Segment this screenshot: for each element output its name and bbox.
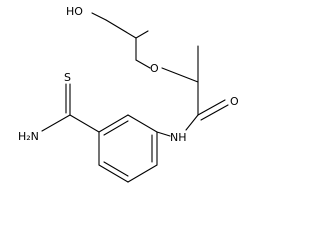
bond-o-ch <box>161 67 199 83</box>
bond-c1-c2 <box>105 19 137 39</box>
bond-ring-thiocarbon <box>69 114 100 133</box>
label-thioamide-sulfur: S <box>64 71 71 84</box>
bond-thiocarbon-nh2 <box>41 114 71 132</box>
bond-c3-o-ether <box>135 59 151 69</box>
structure-canvas: HO O O NH S H₂N <box>18 5 239 183</box>
bond-ho-c1 <box>91 12 107 21</box>
ring-inner-double-2 <box>103 161 129 177</box>
bond-carbonyl-n <box>185 114 199 131</box>
molecule-diagram: HO O O NH S H₂N <box>18 5 239 183</box>
bond-n-ring <box>156 131 171 137</box>
label-hydroxyl: HO <box>66 5 83 18</box>
ring-bond-2 <box>98 114 129 133</box>
bond-carbonyl-double-b <box>200 104 229 121</box>
label-amide-nh: NH <box>170 131 187 144</box>
ring-bond-1 <box>127 114 158 133</box>
label-amine-nh2: H₂N <box>18 130 39 143</box>
bond-carbonyl-double-a <box>197 99 226 116</box>
ring-inner-double-1 <box>103 120 129 136</box>
ring-bond-5 <box>127 164 158 183</box>
ring-bond-4 <box>98 164 129 183</box>
bond-c2-o <box>135 30 149 39</box>
label-carbonyl-oxygen: O <box>230 95 239 108</box>
label-ether-oxygen: O <box>150 62 159 75</box>
